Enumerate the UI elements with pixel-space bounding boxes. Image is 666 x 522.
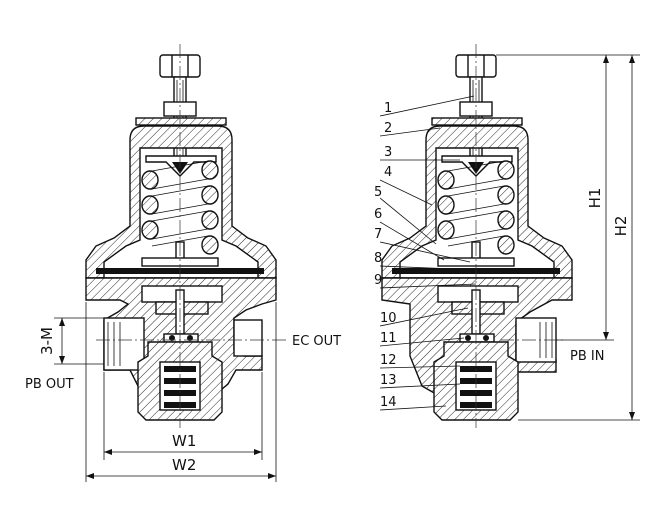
h2-label: H2: [612, 216, 630, 237]
w1-label: W1: [172, 432, 196, 450]
svg-text:4: 4: [384, 165, 392, 180]
left-sectional-view: 3-M PB OUT EC OUT W1 W2: [25, 44, 341, 482]
top-plate: [135, 117, 227, 126]
svg-text:9: 9: [374, 273, 382, 288]
w2-label: W2: [172, 456, 196, 474]
callout-numbers: 1 2 3 4 5 6 7 8 9 10 11 12 13 14: [374, 101, 397, 410]
svg-text:3: 3: [384, 145, 392, 160]
outlet-port-left: [103, 317, 145, 371]
svg-text:12: 12: [380, 353, 397, 368]
svg-text:8: 8: [374, 251, 382, 266]
outlet-port-right: [233, 319, 263, 357]
h1-label: H1: [586, 188, 604, 209]
svg-text:6: 6: [374, 207, 382, 222]
spring-right-view: [437, 160, 515, 255]
svg-text:7: 7: [374, 227, 382, 242]
svg-text:10: 10: [380, 311, 397, 326]
thread-size-label: 3-M: [38, 327, 56, 355]
svg-text:5: 5: [374, 185, 382, 200]
right-sectional-view: 1 2 3 4 5 6 7 8 9 10 11 12 13 14 PB IN H…: [374, 44, 640, 428]
svg-text:1: 1: [384, 101, 392, 116]
svg-text:13: 13: [380, 373, 397, 388]
ec-out-label: EC OUT: [292, 334, 341, 349]
pb-in-label: PB IN: [570, 349, 604, 364]
callout-leaders: [379, 95, 481, 411]
svg-text:14: 14: [380, 395, 397, 410]
bonnet: [85, 125, 277, 279]
pb-out-label: PB OUT: [25, 377, 74, 392]
svg-text:2: 2: [384, 121, 392, 136]
svg-text:11: 11: [380, 331, 397, 346]
spring-right-coils: [201, 160, 219, 255]
spring-left-coils: [141, 170, 159, 240]
bonnet-right: [381, 125, 573, 279]
